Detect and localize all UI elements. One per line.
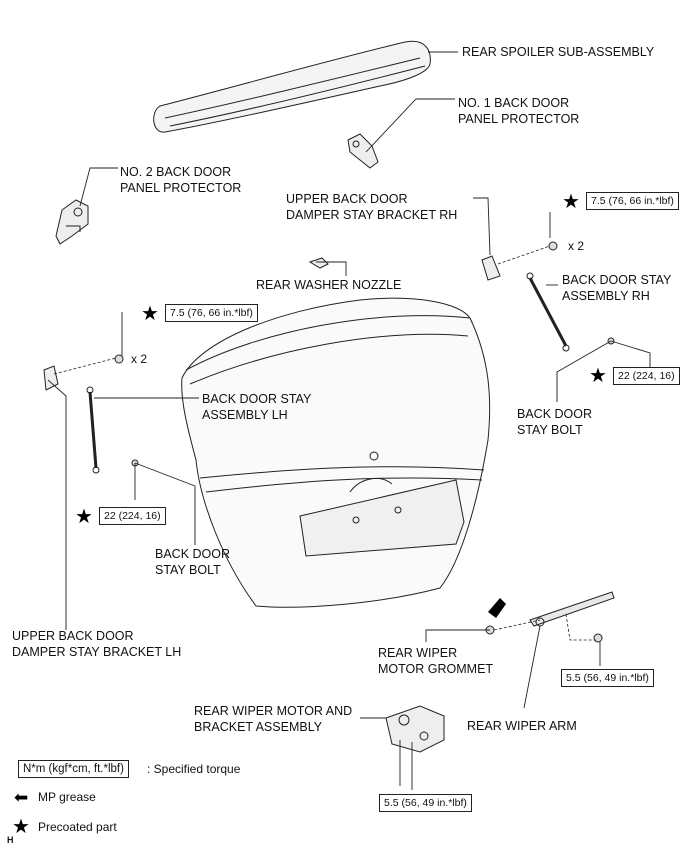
wiper-arm-nut-drawing — [593, 633, 603, 643]
precoated-star-icon: ★ — [12, 814, 30, 838]
wiper-grommet-label: REAR WIPER MOTOR GROMMET — [378, 646, 494, 676]
bracket-rh-drawing — [481, 255, 501, 281]
stay-rh-label: BACK DOOR STAY ASSEMBLY RH — [562, 273, 672, 303]
wiper-arm-drawing — [529, 591, 615, 627]
torque-box-bolt-lh: 22 (224, 16) — [99, 507, 166, 525]
bolt-lh-label: BACK DOOR STAY BOLT — [155, 547, 231, 577]
bolt-rh-drawing — [548, 241, 558, 251]
torque-box-bracket-lh: 7.5 (76, 66 in.*lbf) — [165, 304, 258, 322]
bracket-lh-drawing — [43, 365, 59, 391]
torque-box-wiper-motor: 5.5 (56, 49 in.*lbf) — [379, 794, 472, 812]
rear-spoiler-drawing — [153, 40, 431, 133]
grease-arrow-drawing — [488, 598, 506, 618]
legend-torque-unit-box: N*m (kgf*cm, ft.*lbf) — [18, 760, 129, 778]
torque-box-bracket-rh: 7.5 (76, 66 in.*lbf) — [586, 192, 679, 210]
stay-lh-drawing — [86, 386, 100, 474]
no1-protector-drawing — [347, 133, 379, 169]
precoated-star-icon: ★ — [75, 504, 93, 528]
washer-nozzle-label: REAR WASHER NOZZLE — [256, 278, 402, 292]
leader-lines — [47, 51, 651, 790]
back-door-drawing — [181, 297, 491, 608]
bolt-lh-drawing — [114, 354, 124, 364]
stay-lh-label: BACK DOOR STAY ASSEMBLY LH — [202, 392, 312, 422]
legend-precoated-desc: Precoated part — [38, 820, 117, 834]
no2-protector-drawing — [55, 199, 89, 245]
bolt-rh-label: BACK DOOR STAY BOLT — [517, 407, 593, 437]
upper-bracket-rh-label: UPPER BACK DOOR DAMPER STAY BRACKET RH — [286, 192, 458, 222]
qty-bracket-rh: x 2 — [568, 239, 585, 253]
wiper-arm-label: REAR WIPER ARM — [467, 719, 577, 733]
torque-box-bolt-rh: 22 (224, 16) — [613, 367, 680, 385]
precoated-star-icon: ★ — [562, 189, 580, 213]
stay-rh-drawing — [526, 272, 570, 352]
washer-nozzle-drawing — [308, 257, 329, 269]
wiper-motor-drawing — [385, 705, 445, 753]
rear-spoiler-label: REAR SPOILER SUB-ASSEMBLY — [462, 45, 655, 59]
torque-box-wiper-arm: 5.5 (56, 49 in.*lbf) — [561, 669, 654, 687]
wiper-motor-label: REAR WIPER MOTOR AND BRACKET ASSEMBLY — [194, 704, 353, 734]
legend-torque-desc: : Specified torque — [147, 762, 241, 776]
dashed-guides — [53, 245, 596, 641]
legend-grease-desc: MP grease — [38, 790, 96, 804]
corner-mark: H — [7, 835, 14, 845]
precoated-star-icon: ★ — [589, 363, 607, 387]
no1-protector-label: NO. 1 BACK DOOR PANEL PROTECTOR — [458, 96, 580, 126]
qty-bracket-lh: x 2 — [131, 352, 148, 366]
precoated-star-icon: ★ — [141, 301, 159, 325]
no2-protector-label: NO. 2 BACK DOOR PANEL PROTECTOR — [120, 165, 242, 195]
grease-arrow-icon: ⬅ — [14, 788, 29, 808]
upper-bracket-lh-label: UPPER BACK DOOR DAMPER STAY BRACKET LH — [12, 629, 182, 659]
